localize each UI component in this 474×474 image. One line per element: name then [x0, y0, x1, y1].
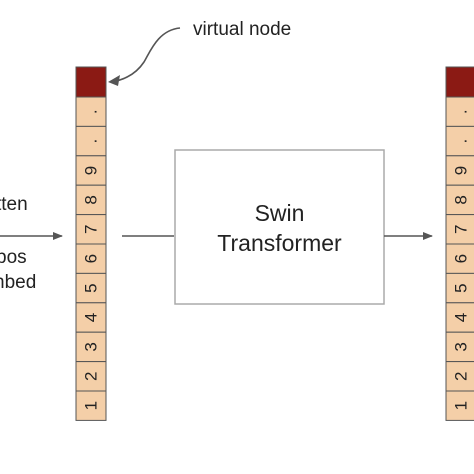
left-token-cell	[75, 331, 107, 363]
right-token-cell	[445, 214, 474, 245]
right-token-cell	[445, 331, 474, 363]
left-token-label: 1	[82, 401, 101, 410]
right-token-cell	[445, 390, 474, 421]
right-token-label: .	[452, 139, 471, 144]
right-token-label: 3	[452, 342, 471, 351]
right-token-label: 2	[452, 372, 471, 381]
right-token-cell	[445, 184, 474, 216]
left-token-label: 5	[82, 283, 101, 292]
left-token-label: 9	[82, 166, 101, 175]
left-token-label: 6	[82, 254, 101, 263]
right-token-cell	[445, 125, 474, 157]
transformer-label-line-2: Transformer	[217, 230, 342, 256]
left-token-label: 8	[82, 195, 101, 204]
left-token-label: .	[82, 109, 101, 114]
left-token-cell	[75, 272, 107, 304]
right-token-sequence: .. 9 8 7 6 5 4 3 2 1	[445, 66, 474, 421]
right-token-cell	[445, 302, 474, 333]
left-token-label: 4	[82, 313, 101, 322]
right-token-cell	[445, 155, 474, 186]
left-token-cell	[75, 243, 107, 274]
virtual-node-label: virtual node	[193, 19, 291, 40]
transformer-label-line-1: Swin	[255, 200, 305, 226]
right-token-label: 5	[452, 283, 471, 292]
left-token-cell	[75, 302, 107, 333]
virtual-node-pointer-curve	[110, 27, 181, 83]
right-token-label: 6	[452, 254, 471, 263]
right-token-label: 1	[452, 401, 471, 410]
right-virtual-node-cell	[445, 66, 474, 98]
left-token-cell	[75, 390, 107, 421]
right-token-label: 4	[452, 313, 471, 322]
left-virtual-node-cell	[75, 66, 107, 98]
right-token-label: 7	[452, 225, 471, 234]
right-token-cell	[445, 96, 474, 127]
left-token-label: 7	[82, 225, 101, 234]
virtual-node-pointer-head	[108, 75, 120, 86]
left-token-label: 3	[82, 342, 101, 351]
input-label-line-2: pos	[0, 247, 27, 268]
left-token-label: .	[82, 139, 101, 144]
right-token-cell	[445, 272, 474, 304]
left-token-label: 2	[82, 372, 101, 381]
right-token-label: 8	[452, 195, 471, 204]
right-token-label: .	[452, 109, 471, 114]
left-token-cell	[75, 361, 107, 392]
right-token-label: 9	[452, 166, 471, 175]
left-token-sequence: .. 9 8 7 6 5 4 3 2 1	[75, 66, 107, 421]
input-label-line-3: nbed	[0, 272, 36, 293]
input-label-line-1: tten	[0, 194, 28, 215]
swin-transformer-box	[174, 149, 385, 305]
left-token-cell	[75, 125, 107, 157]
left-token-cell	[75, 214, 107, 245]
